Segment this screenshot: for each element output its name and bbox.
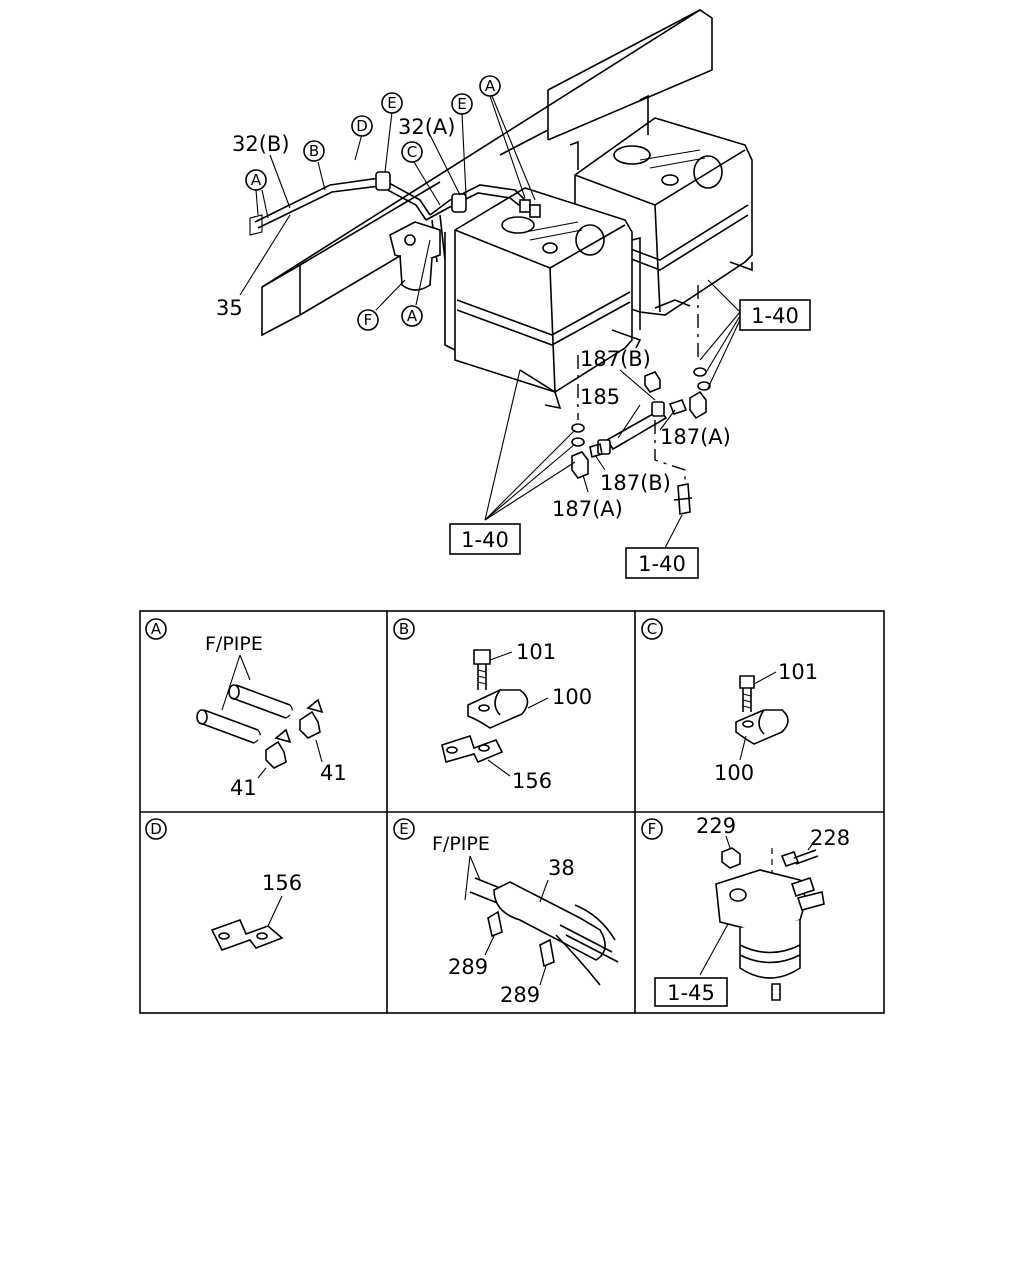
detail-e-pipe-label: F/PIPE bbox=[432, 833, 490, 855]
callout-e-right: E bbox=[451, 93, 473, 115]
label-187a-lower: 187(A) bbox=[552, 497, 623, 521]
detail-b-clip-100: 100 bbox=[552, 685, 592, 709]
svg-text:E: E bbox=[457, 95, 466, 113]
detail-d-bracket-156: 156 bbox=[262, 871, 302, 895]
detail-e-hose-clamp: E F/PIPE 38 289 289 bbox=[393, 818, 619, 1007]
svg-text:E: E bbox=[387, 94, 396, 112]
svg-text:D: D bbox=[150, 820, 162, 838]
label-187b-upper: 187(B) bbox=[580, 347, 651, 371]
svg-text:1-40: 1-40 bbox=[751, 304, 799, 328]
detail-b-bracket-156: 156 bbox=[512, 769, 552, 793]
ref-box-1-40-left: 1-40 bbox=[449, 523, 521, 555]
svg-text:A: A bbox=[151, 620, 162, 638]
detail-a-part-41-right: 41 bbox=[320, 761, 347, 785]
centre-lines bbox=[577, 285, 699, 485]
ref-box-1-40-bottom: 1-40 bbox=[625, 547, 699, 579]
detail-a-part-41-left: 41 bbox=[230, 776, 257, 800]
callout-d: D bbox=[351, 115, 373, 137]
svg-text:C: C bbox=[407, 143, 417, 161]
svg-text:B: B bbox=[309, 142, 319, 160]
svg-text:E: E bbox=[399, 820, 408, 838]
svg-text:D: D bbox=[356, 117, 368, 135]
ref-box-1-40-right: 1-40 bbox=[739, 299, 811, 331]
svg-text:A: A bbox=[485, 77, 496, 95]
leader-lines bbox=[239, 95, 741, 549]
svg-text:1-40: 1-40 bbox=[638, 552, 686, 576]
svg-text:A: A bbox=[251, 171, 262, 189]
detail-c-bolt-101: 101 bbox=[778, 660, 818, 684]
callout-f: F bbox=[357, 309, 379, 331]
callout-a-left: A bbox=[245, 169, 267, 191]
detail-f-bolt-228: 228 bbox=[810, 826, 850, 850]
detail-f-nut-229: 229 bbox=[696, 814, 736, 838]
svg-text:A: A bbox=[407, 307, 418, 325]
label-35: 35 bbox=[216, 296, 243, 320]
callout-a-top: A bbox=[479, 75, 501, 97]
detail-e-clamp-289-upper: 289 bbox=[448, 955, 488, 979]
front-fuel-tank bbox=[444, 187, 642, 410]
callout-e-left: E bbox=[381, 92, 403, 114]
detail-e-hose-38: 38 bbox=[548, 856, 575, 880]
svg-text:F: F bbox=[648, 820, 657, 838]
crossover-pipe-185 bbox=[571, 367, 711, 515]
detail-c-clip-100: 100 bbox=[714, 761, 754, 785]
main-exploded-view: 32(B) 32(A) 35 185 187(B) 187(B) 187(A) … bbox=[216, 9, 811, 579]
callout-c: C bbox=[401, 141, 423, 163]
detail-grid bbox=[139, 610, 885, 1014]
label-185: 185 bbox=[580, 385, 620, 409]
detail-c-clip: C 101 100 bbox=[641, 618, 818, 785]
detail-f-fuel-filter: F 229 228 1-45 bbox=[641, 814, 850, 1007]
label-32b: 32(B) bbox=[232, 132, 290, 156]
label-32a: 32(A) bbox=[398, 115, 455, 139]
svg-text:B: B bbox=[399, 620, 409, 638]
label-187a-right: 187(A) bbox=[660, 425, 731, 449]
detail-d-bracket: D 156 bbox=[145, 818, 302, 951]
svg-text:C: C bbox=[647, 620, 657, 638]
detail-a-pipe-clip: A F/PIPE 41 41 bbox=[145, 618, 347, 800]
callout-b: B bbox=[303, 140, 325, 162]
label-187b-lower: 187(B) bbox=[600, 471, 671, 495]
detail-b-clip-bracket: B 101 100 156 bbox=[393, 618, 592, 793]
svg-text:1-40: 1-40 bbox=[461, 528, 509, 552]
detail-e-clamp-289-lower: 289 bbox=[500, 983, 540, 1007]
fuel-filter-assembly bbox=[389, 221, 441, 291]
callout-a-bottom: A bbox=[401, 305, 423, 327]
detail-a-pipe-label: F/PIPE bbox=[205, 633, 263, 655]
chassis-frame-rail bbox=[261, 9, 713, 337]
fuel-pipe-runs bbox=[249, 171, 541, 263]
svg-text:F: F bbox=[364, 311, 373, 329]
detail-f-ref-1-45: 1-45 bbox=[667, 981, 715, 1005]
detail-b-bolt-101: 101 bbox=[516, 640, 556, 664]
